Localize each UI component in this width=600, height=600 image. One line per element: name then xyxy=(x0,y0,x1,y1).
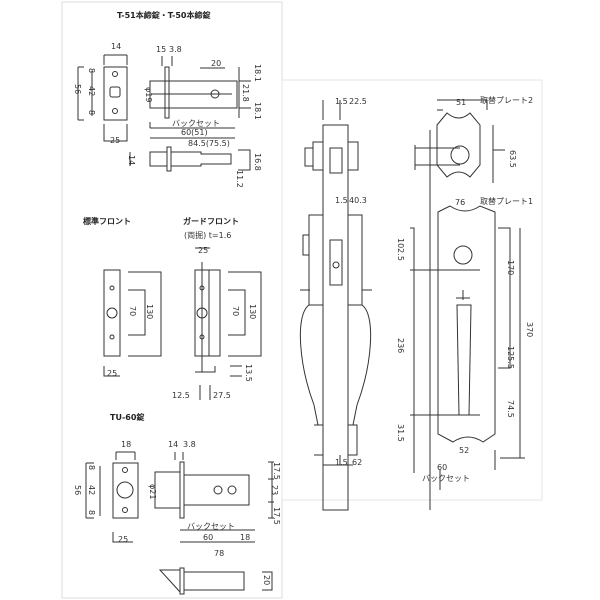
standard-front-label: 標準フロント xyxy=(83,217,131,226)
front-170: 170 xyxy=(506,260,515,276)
dim-20: 20 xyxy=(211,59,222,68)
dim-18-1b: 18.1 xyxy=(253,102,262,120)
front-31-5: 31.5 xyxy=(396,424,405,442)
tu60-height: 56 xyxy=(73,485,82,496)
right-panel-border xyxy=(281,79,543,501)
dim-3-8: 3.8 xyxy=(169,45,182,54)
guard-outer: 130 xyxy=(248,304,257,320)
std-width: 25 xyxy=(107,369,118,378)
tu60-3-8: 3.8 xyxy=(183,440,196,449)
tu60-front-width: 25 xyxy=(118,535,129,544)
dim-edge-bottom: 8 xyxy=(87,110,96,116)
dim-total: 84.5(75.5) xyxy=(188,139,230,148)
backset-label: バックセット xyxy=(172,119,220,128)
tu60-latch-side xyxy=(154,452,274,543)
dim-bolt-h: 14 xyxy=(127,155,136,166)
side-bottom-1-5: 1.5 xyxy=(335,458,348,467)
standard-front-plate xyxy=(103,269,162,377)
std-inner: 70 xyxy=(128,306,137,317)
front-60: 60 xyxy=(437,463,448,472)
dim-edge-top: 8 xyxy=(87,68,96,74)
tu60-dia: φ21 xyxy=(148,484,157,500)
guard-inner: 70 xyxy=(231,306,240,317)
tu60-edge-bottom: 8 xyxy=(87,510,96,516)
handle-side-view xyxy=(299,100,372,511)
std-outer: 130 xyxy=(145,304,154,320)
tu60-23: 23 xyxy=(270,485,279,496)
t51-bolt-side xyxy=(149,56,251,139)
tu60-20: 20 xyxy=(262,575,271,586)
front-76: 76 xyxy=(455,198,466,207)
tu60-front-plate xyxy=(85,451,139,543)
tu60-backset: 60 xyxy=(203,533,214,542)
guard-front-plate xyxy=(194,247,262,400)
dim-11-2: 11.2 xyxy=(235,170,244,188)
t51-title: T-51本締錠・T-50本締錠 xyxy=(117,11,211,20)
side-top-22-5: 22.5 xyxy=(349,97,367,106)
front-63-5: 63.5 xyxy=(508,150,517,168)
front-74-5: 74.5 xyxy=(506,400,515,418)
front-125-5: 125.5 xyxy=(506,346,515,369)
front-52: 52 xyxy=(459,446,470,455)
dim-16-8: 16.8 xyxy=(253,153,262,171)
t51-front-plate xyxy=(77,54,128,142)
front-370: 370 xyxy=(525,322,534,338)
tu60-17-5b: 17.5 xyxy=(272,507,281,525)
dim-height: 56 xyxy=(73,84,82,95)
guard-27-5: 27.5 xyxy=(213,391,231,400)
dim-backset: 60(51) xyxy=(181,128,208,137)
front-102-5: 102.5 xyxy=(396,238,405,261)
guard-width: 25 xyxy=(198,246,209,255)
dim-18-1a: 18.1 xyxy=(253,64,262,82)
side-mid-40-3: 40.3 xyxy=(349,196,367,205)
tu60-title: TU-60錠 xyxy=(110,413,145,422)
guard-12-5: 12.5 xyxy=(172,391,190,400)
tu60-14: 14 xyxy=(168,440,179,449)
tu60-latch-top xyxy=(158,567,273,595)
tu60-backset-label: バックセット xyxy=(187,522,235,531)
front-236: 236 xyxy=(396,338,405,354)
handle-front-view xyxy=(410,99,525,510)
tu60-17-5a: 17.5 xyxy=(272,462,281,480)
guard-13-5: 13.5 xyxy=(244,364,253,382)
side-bottom-62: 62 xyxy=(352,458,363,467)
dim-21-8: 21.8 xyxy=(241,84,250,102)
tu60-hole-pitch: 42 xyxy=(87,485,96,496)
dim-front-width: 25 xyxy=(110,136,121,145)
dim-15: 15 xyxy=(156,45,167,54)
plate1-label: 取替プレート1 xyxy=(480,197,534,206)
dim-plate-width: 14 xyxy=(111,42,122,51)
tu60-plate-width: 18 xyxy=(121,440,132,449)
dim-dia: φ19 xyxy=(144,87,153,103)
guard-front-sub: (両掘) t=1.6 xyxy=(184,231,232,240)
tu60-total: 78 xyxy=(214,549,225,558)
tu60-edge-top: 8 xyxy=(87,465,96,471)
side-top-1-5: 1.5 xyxy=(335,97,348,106)
guard-front-label: ガードフロント xyxy=(183,217,239,226)
front-backset-label: バックセット xyxy=(422,474,470,483)
t51-bolt-top xyxy=(129,146,251,172)
side-mid-1-5: 1.5 xyxy=(335,196,348,205)
dim-hole-pitch: 42 xyxy=(87,86,96,97)
tu60-18: 18 xyxy=(240,533,251,542)
plate2-label: 取替プレート2 xyxy=(480,96,534,105)
front-51: 51 xyxy=(456,98,467,107)
